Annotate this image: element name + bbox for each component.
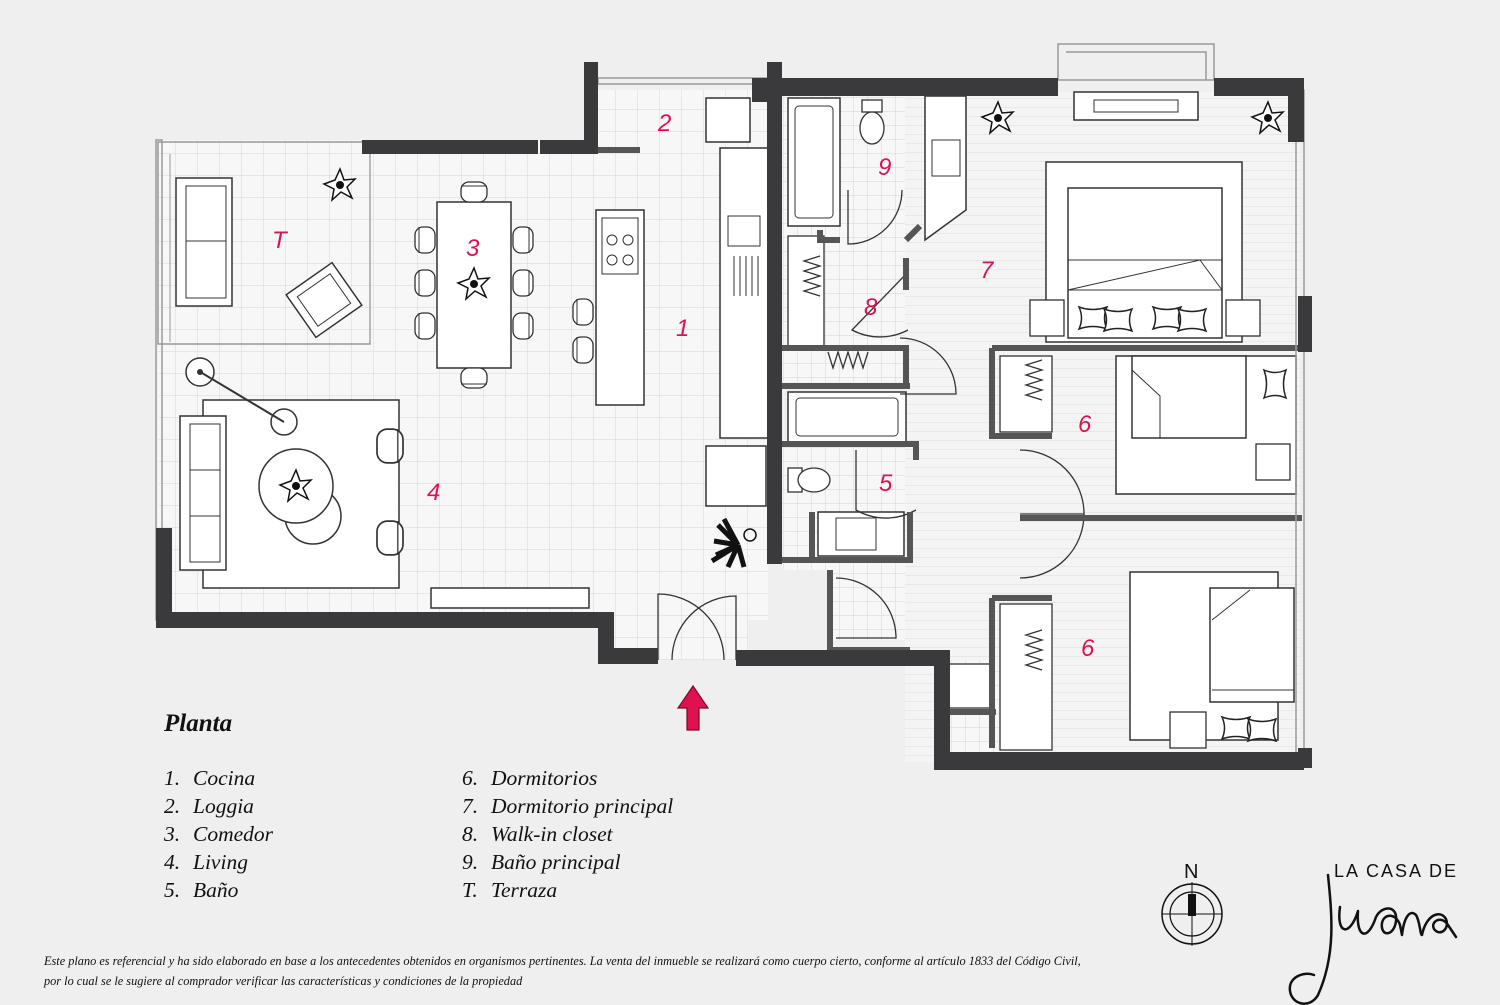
dining-set bbox=[414, 181, 534, 389]
exterior-walls bbox=[156, 62, 1312, 770]
living-set bbox=[179, 357, 590, 609]
legend-item: 7.Dormitorio principal bbox=[462, 794, 674, 818]
legend-item: 4.Living bbox=[164, 850, 248, 874]
brand-logo: LA CASA DE bbox=[1270, 855, 1470, 1005]
room-label-9: 9 bbox=[878, 154, 891, 181]
legend-list-right: 6.Dormitorios 7.Dormitorio principal 8.W… bbox=[462, 764, 673, 904]
legend-item: 2.Loggia bbox=[164, 794, 254, 818]
legend-item: 9.Baño principal bbox=[462, 850, 621, 874]
legend-item: 3.Comedor bbox=[164, 822, 274, 846]
room-label-terraza: T bbox=[272, 227, 289, 254]
north-compass-icon: N bbox=[1161, 861, 1223, 946]
legend-item: 1.Cocina bbox=[164, 766, 256, 790]
legend-item: 6.Dormitorios bbox=[462, 766, 598, 790]
doors bbox=[657, 189, 1085, 661]
room-label-7: 7 bbox=[980, 257, 995, 284]
room-label-8: 8 bbox=[864, 294, 878, 321]
room-label-5: 5 bbox=[879, 470, 893, 497]
room-label-2: 2 bbox=[657, 110, 671, 137]
legend-list-left: 1.Cocina 2.Loggia 3.Comedor 4.Living 5.B… bbox=[164, 764, 273, 904]
legend-title: Planta bbox=[164, 710, 233, 737]
legend-item: T.Terraza bbox=[462, 878, 558, 902]
bedroom-furniture bbox=[981, 91, 1297, 749]
room-label-4: 4 bbox=[427, 479, 440, 506]
compass-label: N bbox=[1184, 861, 1198, 883]
brand-name-top: LA CASA DE bbox=[1334, 861, 1459, 881]
terrace bbox=[157, 141, 371, 345]
entrance-arrow-icon bbox=[676, 684, 710, 731]
room-label-1: 1 bbox=[676, 315, 689, 342]
partition-walls bbox=[598, 147, 1302, 748]
room-label-6-upper: 6 bbox=[1078, 411, 1092, 438]
kitchen-fittings bbox=[572, 97, 769, 569]
legend-item: 8.Walk-in closet bbox=[462, 822, 613, 846]
legend-item: 5.Baño bbox=[164, 878, 239, 902]
room-label-6-lower: 6 bbox=[1081, 635, 1095, 662]
wet-areas bbox=[787, 95, 1053, 751]
disclaimer-text: Este plano es referencial y ha sido elab… bbox=[44, 954, 1081, 988]
brand-signature-icon bbox=[1288, 873, 1458, 1005]
room-label-3: 3 bbox=[466, 235, 480, 262]
